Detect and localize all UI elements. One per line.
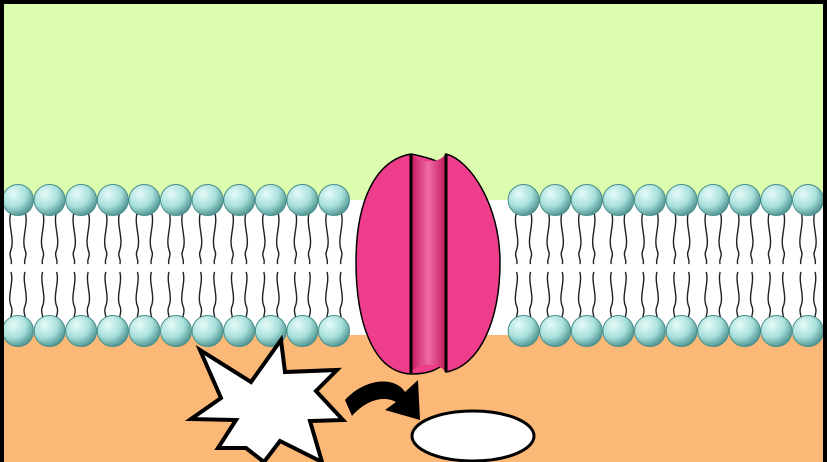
phospholipid-head <box>603 185 634 216</box>
phospholipid-head <box>192 185 223 216</box>
phospholipid-head <box>97 316 128 347</box>
ion-channel-protein <box>356 154 500 374</box>
phospholipid-head <box>287 185 318 216</box>
phospholipid-head <box>319 316 350 347</box>
phospholipid-head <box>571 185 602 216</box>
phospholipid-head <box>66 185 97 216</box>
phospholipid-head <box>635 185 666 216</box>
phospholipid-head <box>729 185 760 216</box>
phospholipid-head <box>255 185 286 216</box>
phospholipid-head <box>224 316 255 347</box>
phospholipid-head <box>224 185 255 216</box>
phospholipid-head <box>3 316 34 347</box>
phospholipid-head <box>287 316 318 347</box>
phospholipid-head <box>508 185 539 216</box>
phospholipid-head <box>666 316 697 347</box>
phospholipid-head <box>540 316 571 347</box>
phospholipid-head <box>508 316 539 347</box>
phospholipid-head <box>161 185 192 216</box>
phospholipid-head <box>666 185 697 216</box>
phospholipid-head <box>34 316 65 347</box>
phospholipid-head <box>192 316 223 347</box>
phospholipid-head <box>129 316 160 347</box>
phospholipid-head <box>729 316 760 347</box>
phospholipid-head <box>698 185 729 216</box>
phospholipid-head <box>66 316 97 347</box>
phospholipid-head <box>34 185 65 216</box>
phospholipid-head <box>793 185 824 216</box>
phospholipid-head <box>698 316 729 347</box>
phospholipid-head <box>761 185 792 216</box>
channel-pore <box>411 154 446 372</box>
phospholipid-head <box>97 185 128 216</box>
phospholipid-head <box>761 316 792 347</box>
phospholipid-head <box>129 185 160 216</box>
phospholipid-head <box>571 316 602 347</box>
phospholipid-head <box>635 316 666 347</box>
phospholipid-head <box>603 316 634 347</box>
phospholipid-head <box>793 316 824 347</box>
phospholipid-head <box>540 185 571 216</box>
phospholipid-head <box>319 185 350 216</box>
phospholipid-head <box>3 185 34 216</box>
phospholipid-head <box>161 316 192 347</box>
signal-molecule <box>412 411 534 461</box>
